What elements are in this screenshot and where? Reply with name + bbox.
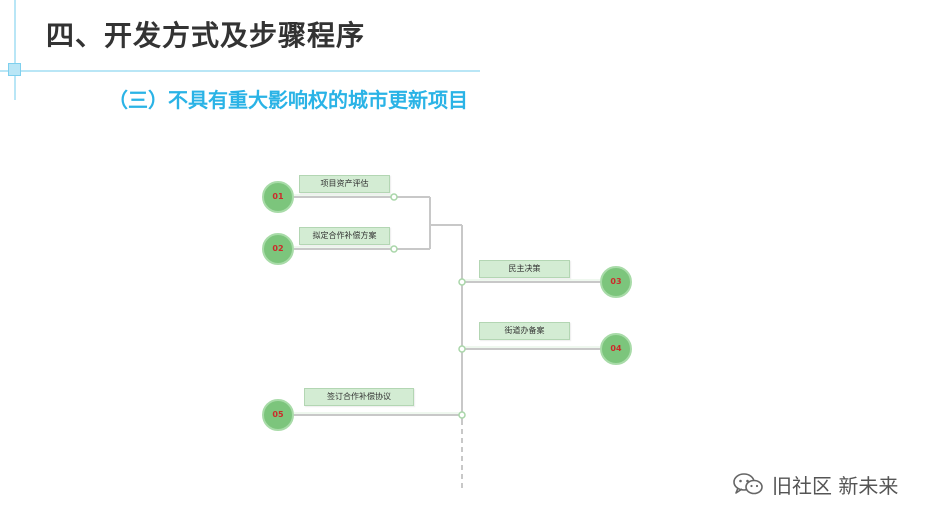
step-01-number: 01: [262, 181, 294, 213]
decorative-horizontal-line: [0, 70, 480, 72]
step-04-label: 街道办备案: [479, 322, 570, 340]
page-title: 四、开发方式及步骤程序: [46, 19, 366, 52]
step-05-number: 05: [262, 399, 294, 431]
watermark: 旧社区 新未来: [732, 470, 898, 498]
step-03-number: 03: [600, 266, 632, 298]
decorative-vertical-line: [14, 0, 16, 100]
watermark-text: 旧社区 新未来: [772, 473, 899, 498]
step-05-label: 签订合作补偿协议: [304, 388, 414, 406]
section-subtitle: （三）不具有重大影响权的城市更新项目: [108, 88, 468, 112]
step-01-label: 项目资产评估: [299, 175, 390, 193]
wechat-icon: [733, 473, 763, 495]
step-04-number: 04: [600, 333, 632, 365]
step-03-label: 民主决策: [479, 260, 570, 278]
step-02-label: 拟定合作补偿方案: [299, 227, 390, 245]
step-02-number: 02: [262, 233, 294, 265]
decorative-square-icon: [8, 63, 21, 76]
